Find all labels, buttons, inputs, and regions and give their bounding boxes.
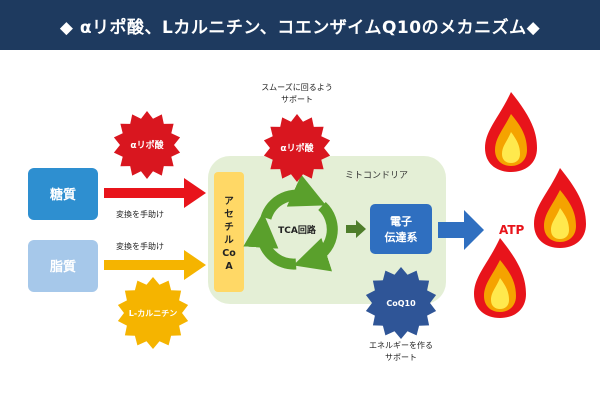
alpha-lipoic-left-label: αリポ酸 bbox=[130, 139, 164, 151]
sugar-arrow-caption: 変換を手助け bbox=[116, 209, 164, 219]
acetyl-coa-char-6: A bbox=[225, 261, 233, 272]
fat-label: 脂質 bbox=[49, 259, 76, 275]
title-banner: ◆ αリポ酸、Lカルニチン、コエンザイムQ10のメカニズム◆ bbox=[0, 0, 600, 50]
electron-transport-box bbox=[370, 204, 432, 254]
acetyl-coa-char-5: Co bbox=[222, 248, 236, 259]
acetyl-coa-char-1: ア bbox=[224, 196, 234, 207]
alpha-lipoic-top-label: αリポ酸 bbox=[280, 142, 314, 154]
sugar-arrow bbox=[104, 178, 206, 208]
mitochondria-label: ミトコンドリア bbox=[345, 171, 408, 181]
etc-label-line1: 電子 bbox=[390, 215, 412, 228]
acetyl-coa-bar bbox=[214, 172, 244, 292]
coq10-label: CoQ10 bbox=[386, 299, 416, 308]
l-carnitine-badge bbox=[117, 277, 189, 349]
sugar-box bbox=[28, 168, 98, 220]
etc-to-atp-arrow bbox=[438, 210, 484, 250]
acetyl-coa-char-2: セ bbox=[224, 209, 234, 220]
acetyl-coa-char-4: ル bbox=[224, 235, 234, 246]
etc-label-line2: 伝達系 bbox=[385, 230, 418, 244]
mechanism-diagram: ミトコンドリア ア セ チ ル Co A TCA回路 電子 伝達系 糖質 脂質 … bbox=[28, 82, 586, 362]
flame-icon-top bbox=[485, 92, 537, 172]
energy-note-line2: サポート bbox=[385, 353, 417, 362]
smooth-note-line1: スムーズに回るよう bbox=[261, 82, 333, 92]
flame-icon-right bbox=[534, 168, 586, 248]
tca-label: TCA回路 bbox=[278, 224, 317, 236]
tca-to-etc-arrow bbox=[346, 220, 366, 238]
acetyl-coa-char-3: チ bbox=[224, 222, 234, 233]
atp-label: ATP bbox=[499, 223, 525, 237]
fat-box bbox=[28, 240, 98, 292]
smooth-note-line2: サポート bbox=[281, 95, 313, 104]
tca-cycle-icon bbox=[243, 174, 338, 272]
fat-arrow bbox=[104, 250, 206, 280]
coq10-badge bbox=[365, 267, 437, 339]
alpha-lipoic-badge-left bbox=[113, 111, 181, 179]
page-title: ◆ αリポ酸、Lカルニチン、コエンザイムQ10のメカニズム◆ bbox=[59, 17, 541, 38]
energy-note-line1: エネルギーを作る bbox=[369, 340, 433, 350]
flame-icon-bottom bbox=[474, 238, 526, 318]
l-carnitine-label: L-カルニチン bbox=[129, 309, 177, 318]
sugar-label: 糖質 bbox=[50, 187, 76, 203]
alpha-lipoic-badge-top bbox=[263, 114, 331, 182]
fat-arrow-caption: 変換を手助け bbox=[116, 241, 164, 251]
